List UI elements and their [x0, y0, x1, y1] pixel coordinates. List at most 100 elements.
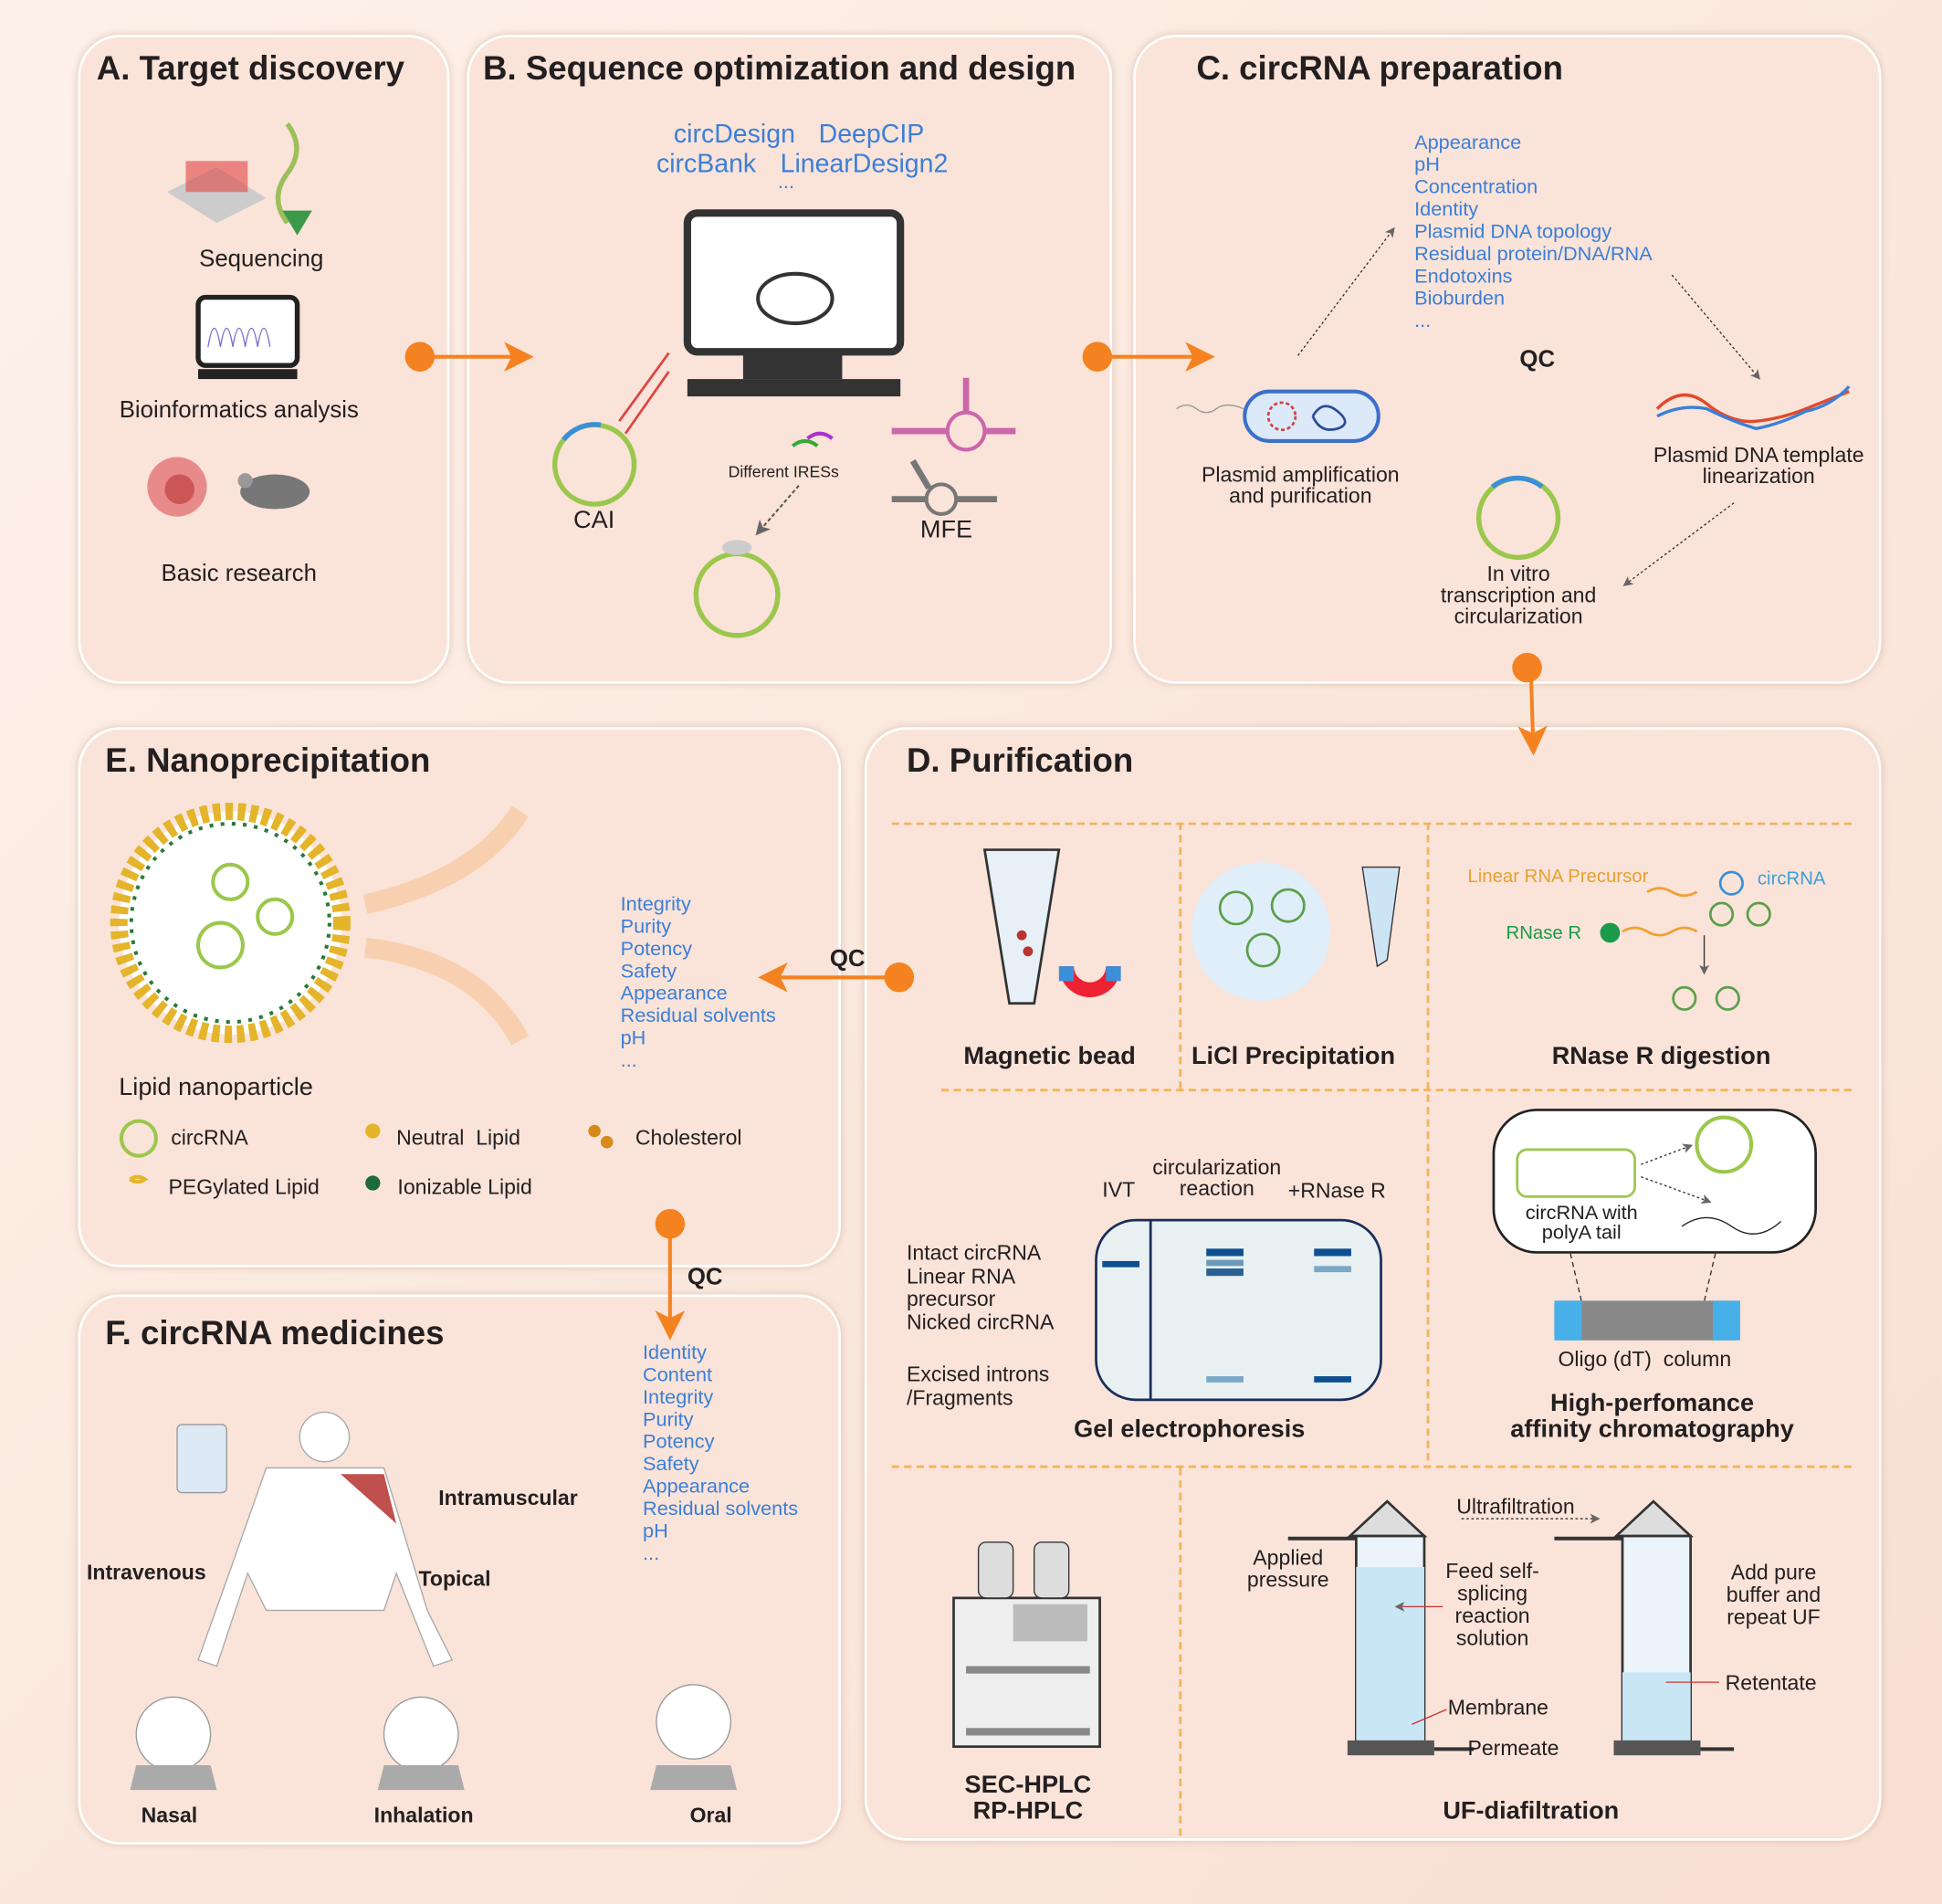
qc-item: Potency: [620, 939, 693, 961]
flow-arrow-c-d: [1512, 652, 1548, 756]
legend-circrna: circRNA: [171, 1126, 248, 1150]
qc-item: Purity: [620, 916, 672, 938]
label-retentate: Retentate: [1725, 1670, 1817, 1695]
qc-item: Bioburden: [1414, 289, 1506, 310]
label-uf-diafiltration: UF-diafiltration: [1443, 1797, 1620, 1825]
label-rnase-digestion: RNase R digestion: [1551, 1043, 1771, 1071]
route-intravenous: Intravenous: [86, 1561, 206, 1584]
gel-lane-circularization: circularization reaction: [1152, 1155, 1282, 1201]
head-icons: [130, 1684, 738, 1791]
label-different-ires: Different IRESs: [728, 461, 839, 481]
tool-more: ...: [777, 172, 794, 194]
flow-arrow-a-b: [404, 342, 534, 372]
qc-item: ...: [1414, 310, 1432, 332]
label-linear-precursor: Linear RNA Precursor: [1467, 866, 1649, 888]
label-mfe: MFE: [919, 516, 973, 544]
qc-item: Content: [643, 1364, 713, 1386]
label-circrna-polya: circRNA with polyA tail: [1525, 1203, 1638, 1244]
legend-ionizable-lipid: Ionizable Lipid: [397, 1175, 532, 1200]
computer-icon: [195, 294, 300, 380]
qc-item: Identity: [1414, 199, 1479, 221]
panel-circrna-preparation: [1133, 34, 1882, 684]
tool-deepcip: DeepCIP: [818, 120, 925, 149]
panel-d-title: D. Purification: [906, 742, 1134, 780]
step-plasmid-amplification: Plasmid amplification and purification: [1202, 463, 1400, 509]
gel-lane-ivt: IVT: [1102, 1178, 1136, 1202]
gel-lane-rnase: +RNase R: [1287, 1179, 1386, 1204]
qc-item: Plasmid DNA topology: [1414, 221, 1612, 243]
rnase-digestion-icon: [1600, 870, 1771, 1011]
tool-circbank: circBank: [656, 150, 757, 179]
qc-item: Safety: [620, 961, 677, 983]
qc-item: pH: [643, 1520, 668, 1542]
label-bioinformatics: Bioinformatics analysis: [119, 397, 359, 424]
human-body-icon: [176, 1411, 454, 1667]
gel-image: [1095, 1218, 1382, 1402]
qc-item: Integrity: [620, 894, 691, 916]
legend-pegylated-lipid: PEGylated Lipid: [168, 1175, 320, 1200]
affinity-inset-icon: [1492, 1109, 1817, 1254]
panel-a-title: A. Target discovery: [96, 49, 405, 87]
flow-arrow-e-f: [655, 1208, 686, 1341]
label-add-buffer: Add pure buffer and repeat UF: [1726, 1561, 1821, 1629]
lipid-nanoparticle-icon: [110, 803, 351, 1044]
qc-label-d-e: QC: [829, 946, 866, 973]
legend-cholesterol: Cholesterol: [635, 1126, 742, 1150]
label-feed-solution: Feed self- splicing reaction solution: [1445, 1559, 1539, 1650]
flow-arrow-d-e: [758, 963, 915, 993]
label-membrane: Membrane: [1447, 1696, 1548, 1720]
route-nasal: Nasal: [141, 1804, 198, 1827]
dna-linear-icon: [1655, 385, 1851, 431]
panel-f-title: F. circRNA medicines: [105, 1314, 445, 1352]
panel-e-title: E. Nanoprecipitation: [105, 742, 431, 780]
cai-circrna-icon: [551, 352, 670, 507]
sequencing-icon: [167, 122, 312, 236]
divider: [1426, 822, 1430, 1461]
label-cai: CAI: [573, 506, 615, 534]
bacterium-icon: [1176, 389, 1380, 443]
label-ultrafiltration: Ultrafiltration: [1456, 1495, 1575, 1520]
qc-item: Safety: [643, 1454, 699, 1476]
qc-item: pH: [620, 1027, 646, 1049]
legend-icons: [119, 1119, 614, 1191]
qc-item: Concentration: [1414, 176, 1538, 199]
panel-c-title: C. circRNA preparation: [1196, 49, 1564, 87]
route-oral: Oral: [689, 1804, 732, 1827]
label-lipid-nanoparticle: Lipid nanoparticle: [119, 1074, 313, 1101]
divider: [1179, 822, 1182, 1089]
qc-arrow: [1297, 226, 1395, 356]
qc-item: Potency: [643, 1432, 715, 1454]
monitor-brain-icon: [683, 209, 905, 397]
divider: [891, 822, 1852, 826]
oligo-dt-column-icon: [1554, 1253, 1740, 1341]
circrna-icon: [1475, 475, 1561, 561]
label-sequencing: Sequencing: [199, 246, 324, 273]
assembly-arrow: [363, 937, 530, 1046]
qc-label-c: QC: [1519, 346, 1556, 373]
label-circrna: circRNA: [1757, 868, 1826, 889]
tool-circdesign: circDesign: [673, 120, 795, 149]
flow-arrow-b-c: [1082, 342, 1215, 372]
qc-item: Appearance: [643, 1476, 751, 1499]
qc-item: ...: [643, 1543, 660, 1565]
qc-item: Residual solvents: [643, 1499, 799, 1520]
label-hplc: SEC-HPLC RP-HPLC: [964, 1771, 1092, 1825]
divider: [1179, 1467, 1182, 1836]
qc-item: pH: [1414, 154, 1440, 176]
tool-lineardesign2: LinearDesign2: [780, 150, 949, 179]
label-gel-electrophoresis: Gel electrophoresis: [1074, 1415, 1306, 1444]
qc-item: Residual solvents: [620, 1005, 776, 1027]
gel-fragment-labels: Excised introns /Fragments: [906, 1362, 1050, 1410]
label-applied-pressure: Applied pressure: [1246, 1545, 1329, 1593]
label-basic-research: Basic research: [161, 561, 318, 587]
label-affinity-chromatography: High-perfomance affinity chromatography: [1510, 1389, 1794, 1444]
label-rnase-r: RNase R: [1506, 922, 1582, 944]
step-ivt-circularization: In vitro transcription and circularizati…: [1440, 562, 1597, 628]
assembly-arrow: [362, 805, 529, 914]
ires-circrna-icon: [693, 431, 834, 638]
divider: [891, 1465, 1852, 1468]
licl-precipitation-icon: [1191, 862, 1401, 1002]
